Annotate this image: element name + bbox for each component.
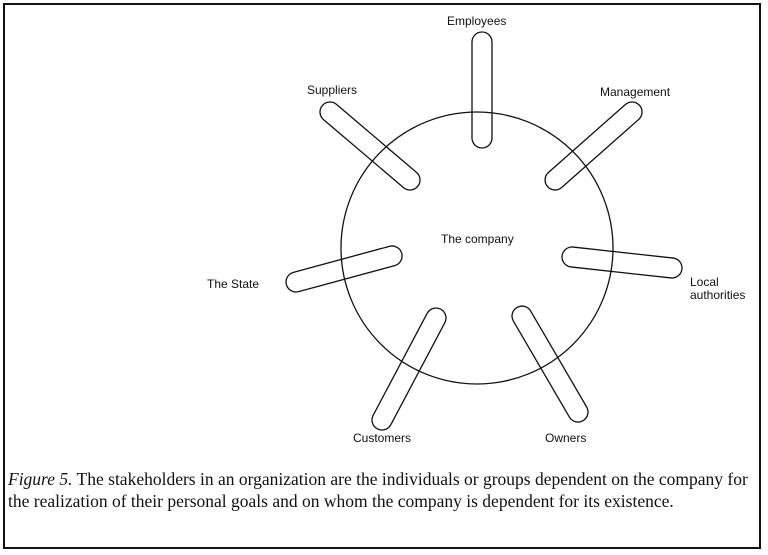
figure-caption: Figure 5. The stakeholders in an organiz…: [8, 468, 756, 512]
stakeholder-diagram: [285, 31, 683, 431]
figure-number: Figure 5.: [8, 469, 73, 489]
customers-label: Customers: [353, 431, 412, 445]
figure-frame: [3, 3, 761, 549]
management-label: Management: [600, 85, 671, 99]
owners-label: Owners: [545, 431, 587, 445]
local-authorities-pill: [561, 246, 683, 279]
suppliers-label: Suppliers: [307, 83, 358, 97]
management-pill: [544, 101, 643, 191]
local-authorities-label-line2: authorities: [690, 288, 746, 302]
company-label: The company: [441, 232, 514, 246]
local-authorities-label-line1: Local: [690, 275, 719, 289]
the-state-pill: [285, 245, 403, 293]
the-state-label: The State: [207, 277, 260, 291]
customers-pill: [371, 307, 447, 431]
employees-label: Employees: [447, 14, 507, 28]
caption-text: The stakeholders in an organization are …: [8, 469, 748, 511]
employees-pill: [471, 31, 493, 149]
owners-pill: [511, 305, 589, 423]
company-circle: [340, 111, 614, 385]
suppliers-pill: [319, 101, 421, 191]
